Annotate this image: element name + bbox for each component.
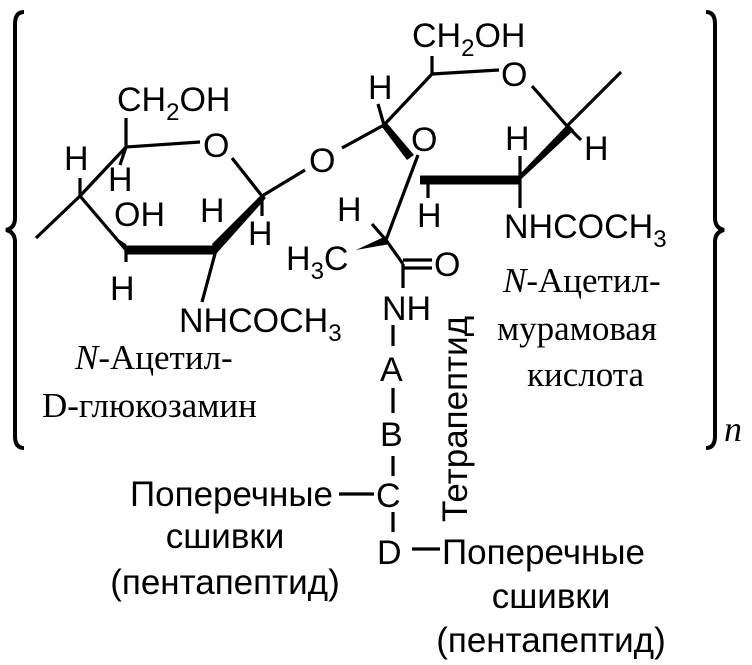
left-h-c2-label: H <box>200 192 225 230</box>
right-h-c4-label: H <box>368 69 393 107</box>
right-sugar-name-line1: N-Ацетил- <box>502 261 661 300</box>
left-sugar-name-line1: N-Ацетил- <box>74 338 233 377</box>
left-h-c4-label: H <box>64 140 89 178</box>
right-o3-label: O <box>411 121 437 159</box>
peptide-bonds <box>339 325 440 551</box>
residue-c-label: C <box>376 477 401 515</box>
right-ring-bonds <box>376 56 623 208</box>
carbonyl-o-label: O <box>434 246 460 284</box>
left-h-c1-label: H <box>248 215 273 253</box>
left-sugar-name-line2: D-глюкозамин <box>42 386 257 425</box>
crosslink-right-line1: Поперечные <box>442 533 645 572</box>
left-nhcoch3-label: NHCOCH3 <box>179 302 342 347</box>
crosslink-left-line3: (пентапептид) <box>110 563 340 602</box>
residue-b-label: B <box>380 416 403 454</box>
left-bracket <box>5 10 25 450</box>
crosslink-right-line2: сшивки <box>492 577 611 616</box>
left-oh-label: OH <box>114 196 165 234</box>
right-h-c1-label: H <box>584 130 609 168</box>
right-h-c3-label: H <box>417 197 442 235</box>
glycosidic-o-label: O <box>309 142 335 180</box>
crosslink-left-line2: сшивки <box>166 517 285 556</box>
right-sugar-name-line2: мурамовая <box>497 309 657 348</box>
left-ring-o-label: O <box>203 127 229 165</box>
glycosidic-bond-right <box>341 123 385 150</box>
crosslink-left-line1: Поперечные <box>130 475 333 514</box>
left-ring-bonds <box>34 118 306 303</box>
lactyl-h-label: H <box>337 191 362 229</box>
left-h-c3-label: H <box>108 161 133 199</box>
repeat-n-label: n <box>724 409 742 449</box>
left-h-down-label: H <box>110 270 135 308</box>
right-nhcoch3-label: NHCOCH3 <box>504 208 667 253</box>
residue-a-label: A <box>380 351 403 389</box>
right-bracket <box>705 10 725 450</box>
nh-label: NH <box>382 290 431 328</box>
right-h-c2-label: H <box>505 120 530 158</box>
tetrapeptide-label: Тетрапептид <box>436 316 475 522</box>
crosslink-right-line3: (пентапептид) <box>436 621 666 660</box>
right-ch2oh-label: CH2OH <box>412 17 525 62</box>
right-sugar-name-line3: кислота <box>527 355 644 394</box>
residue-d-label: D <box>377 534 402 572</box>
h3c-label: H3C <box>286 240 348 285</box>
left-ch2oh-label: CH2OH <box>117 81 230 126</box>
lactyl-bonds <box>356 154 432 288</box>
right-ring-o-label: O <box>501 56 527 94</box>
